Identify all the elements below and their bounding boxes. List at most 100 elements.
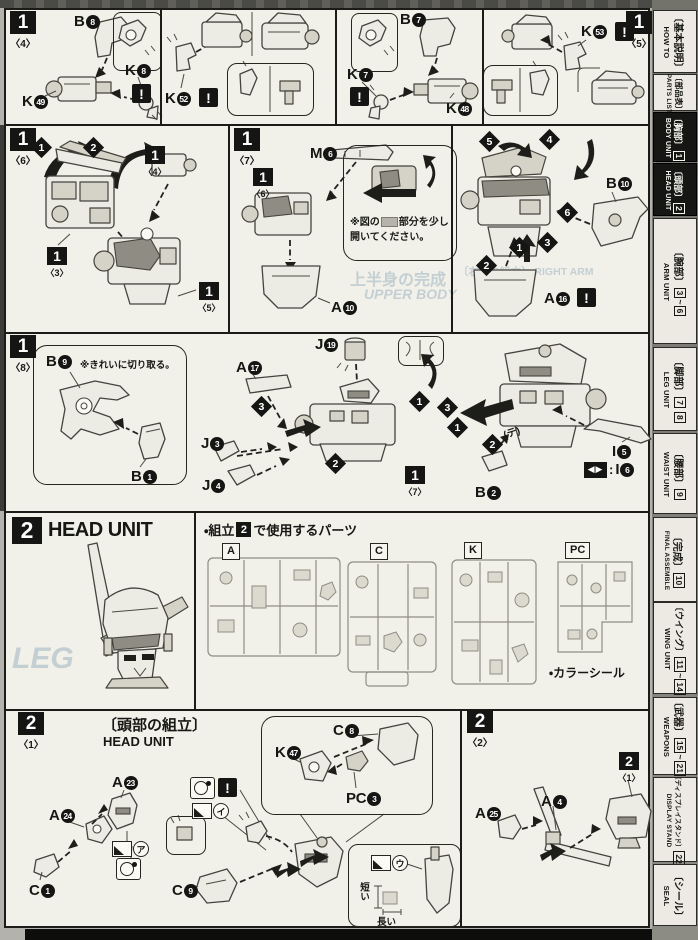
tab-label-en: HEAD UNIT: [664, 170, 672, 211]
tab-label-en: FINAL ASSEMBLE: [663, 530, 671, 591]
panel-divider: [160, 10, 162, 124]
tab-label-jp: 〔胸部〕1: [673, 114, 686, 163]
ref-badge-1-3: 1 〈3〉: [45, 247, 69, 278]
runner-label-a: A: [222, 543, 240, 560]
runner-label-k: K: [464, 542, 482, 559]
tab-label-en: LEG UNIT: [662, 371, 672, 409]
tab-label-jp: 〔武器〕15~21: [673, 697, 688, 777]
tab-label-en: ARM UNIT: [662, 262, 672, 302]
warning-icon: !: [350, 87, 369, 106]
tab-label-jp: 〔ディスプレイスタンド〕22: [673, 773, 685, 868]
tab-label-jp: 〔腰部〕9: [673, 448, 688, 501]
page-left-edge: [0, 125, 4, 511]
tab-label-en: BODY UNIT: [664, 117, 672, 159]
panel-divider: [482, 10, 484, 124]
step-badge-2-1: 2 〈1〉: [18, 712, 44, 751]
detail-inset-profile: [398, 336, 444, 366]
mirror-parts-icon: ◀▶: [584, 461, 607, 478]
seal-icon: [371, 855, 391, 871]
tab-label-en: WEAPONS: [662, 716, 672, 758]
tab-label-en: WAIST UNIT: [662, 451, 672, 498]
note-cut-cleanly: ※きれいに切り取る。: [80, 360, 175, 371]
tab-label-en: WING UNIT: [663, 628, 673, 670]
step-badge-1-8: 1 〈8〉: [10, 335, 36, 374]
seal-letter-i: イ: [213, 803, 229, 819]
section-title-head-unit: HEAD UNIT: [48, 519, 153, 541]
step-badge-head-unit: 2: [10, 517, 44, 544]
step-badge-1-6: 1 〈6〉: [10, 128, 36, 167]
seal-icon: [112, 841, 132, 857]
note-open-part: ※図の部分を少し 開いてください。: [350, 217, 449, 243]
panel-divider: [4, 332, 650, 334]
runner-label-c: C: [370, 543, 388, 560]
tab-label-jp: 〔基本説明〕: [672, 12, 684, 73]
tab-label-jp: 〔頭部〕2: [673, 166, 686, 215]
tab-label-en: SEAL: [662, 885, 672, 907]
color-seal-note: ・カラーシール: [549, 666, 625, 680]
ref-badge-1-6: 1 〈6〉: [251, 168, 275, 199]
step-title-en: HEAD UNIT: [103, 734, 174, 749]
panel-divider: [460, 711, 462, 928]
lens-seal-icon: [190, 777, 215, 799]
detail-inset-1-5: [483, 65, 558, 116]
runner-label-pc: PC: [565, 542, 591, 559]
warning-icon: !: [132, 84, 151, 103]
ref-badge-1-4: 1 〈4〉: [143, 146, 167, 177]
page-top-edge: [0, 0, 698, 8]
detail-inset-b9: [33, 345, 187, 485]
tab-label-jp: 〔ウイング〕11~14: [674, 602, 687, 696]
panel-divider: [228, 126, 230, 332]
tab-label-en: PARTS LIST: [665, 73, 673, 114]
tab-label-jp: 〔腕部〕3~6: [673, 247, 688, 318]
tab-label-jp: 〔完成〕10: [672, 532, 687, 589]
seal-icon: [192, 803, 212, 819]
tab-label-en: HOW TO: [662, 26, 672, 59]
panel-divider: [4, 124, 650, 126]
step-badge-1-7: 1 〈7〉: [234, 128, 260, 167]
panel-divider: [4, 709, 650, 711]
length-label-short: 短い: [358, 882, 369, 901]
tab-label-jp: 〔シール〕: [672, 871, 684, 921]
length-label-long: 長い: [377, 917, 397, 928]
panel-divider: [335, 10, 337, 124]
ref-badge-2-1: 2 〈1〉: [617, 752, 641, 783]
step-title-jp: 〔頭部の組立〕: [102, 717, 208, 734]
warning-icon: !: [577, 288, 596, 307]
ref-badge-1-7: 1 〈7〉: [403, 466, 427, 497]
step-badge-2-2: 2 〈2〉: [467, 710, 493, 749]
sidebar-tab-how-to: 〔基本説明〕HOW TO: [653, 10, 697, 73]
detail-inset-1-4: [227, 63, 314, 116]
page-bottom-edge: [25, 929, 698, 940]
